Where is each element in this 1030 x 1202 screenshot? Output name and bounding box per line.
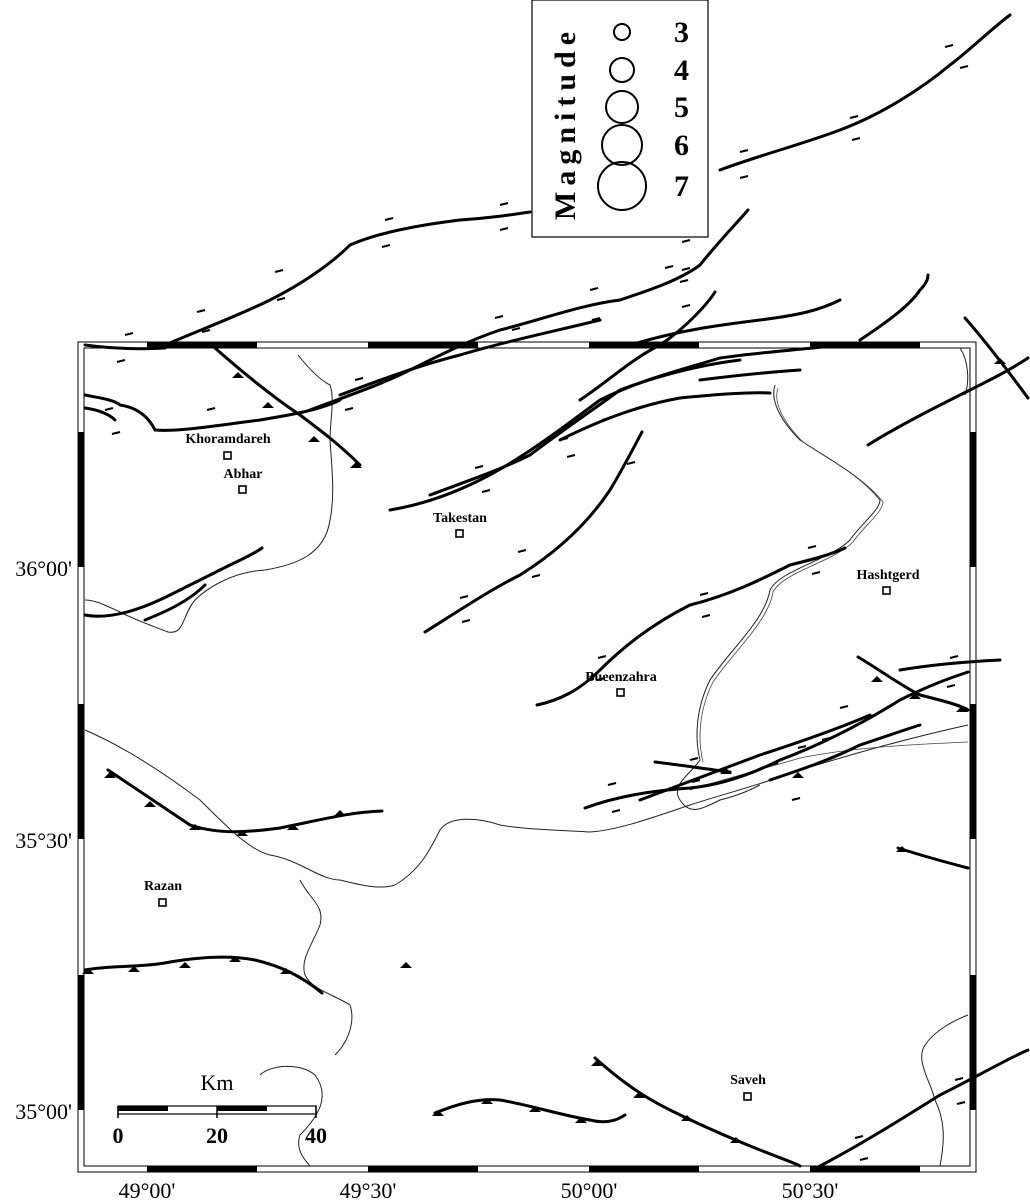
scale-tick: 20 xyxy=(206,1123,228,1148)
legend-title: Magnitude xyxy=(549,26,582,220)
longitude-label: 50°00' xyxy=(561,1178,618,1202)
city-takestan: Takestan xyxy=(433,511,487,538)
map-frame xyxy=(77,341,977,1173)
scale-unit: Km xyxy=(201,1070,234,1095)
legend-value: 4 xyxy=(674,54,689,87)
longitude-label: 49°30' xyxy=(340,1178,397,1202)
latitude-label: 35°00' xyxy=(15,1099,72,1124)
legend-value: 6 xyxy=(674,129,689,162)
city-abhar: Abhar xyxy=(224,467,263,494)
legend-circle xyxy=(597,161,647,211)
legend-circle xyxy=(601,124,643,166)
legend-circle xyxy=(605,90,639,124)
city-label: Saveh xyxy=(730,1073,766,1088)
longitude-labels: 49°00' 49°30' 50°00' 50°30' xyxy=(119,1178,839,1202)
longitude-label: 49°00' xyxy=(119,1178,176,1202)
scale-bar: Km 0 20 40 xyxy=(113,1070,328,1148)
scale-tick: 0 xyxy=(113,1123,124,1148)
city-khoramdareh: Khoramdareh xyxy=(185,432,271,460)
city-label: Abhar xyxy=(224,467,263,482)
latitude-labels: 36°00' 35°30' 35°00' xyxy=(15,556,72,1124)
legend-value: 3 xyxy=(674,16,689,49)
city-label: Hashtgerd xyxy=(857,568,920,583)
magnitude-legend: Magnitude 3 4 5 6 7 xyxy=(531,0,709,238)
city-label: Bueenzahra xyxy=(585,670,657,685)
city-label: Khoramdareh xyxy=(185,432,271,447)
legend-circle xyxy=(609,57,635,83)
legend-value: 7 xyxy=(674,170,689,203)
scale-tick: 40 xyxy=(305,1123,327,1148)
longitude-label: 50°30' xyxy=(782,1178,839,1202)
legend-value: 5 xyxy=(674,91,689,124)
city-razan: Razan xyxy=(144,879,182,907)
cities: Khoramdareh Abhar Takestan Hashtgerd Bue… xyxy=(144,432,920,1101)
latitude-label: 35°30' xyxy=(15,828,72,853)
latitude-label: 36°00' xyxy=(15,556,72,581)
faults xyxy=(82,13,1030,1168)
legend-circles xyxy=(597,23,647,211)
city-saveh: Saveh xyxy=(730,1073,766,1101)
city-label: Razan xyxy=(144,879,182,894)
city-bueenzahra: Bueenzahra xyxy=(585,670,657,697)
province-boundaries xyxy=(84,347,969,1167)
legend-circle xyxy=(613,23,631,41)
city-hashtgerd: Hashtgerd xyxy=(857,568,920,595)
city-label: Takestan xyxy=(433,511,487,526)
